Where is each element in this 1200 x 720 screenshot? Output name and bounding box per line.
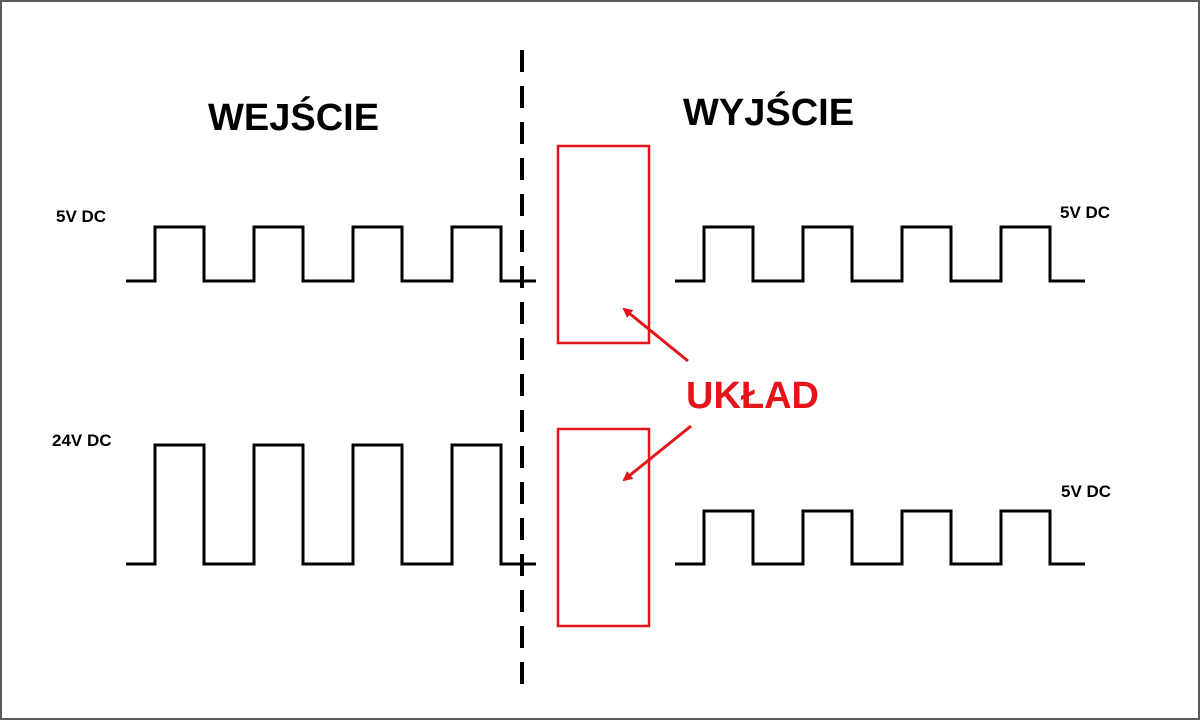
output-section-title: WYJŚCIE <box>683 90 854 134</box>
input-bottom-voltage-label: 24V DC <box>52 431 112 450</box>
circuit-block-top <box>556 144 651 345</box>
input-top-waveform <box>126 225 536 283</box>
output-bottom-waveform <box>675 509 1085 566</box>
circuit-label: UKŁAD <box>686 375 819 417</box>
input-section-title: WEJŚCIE <box>208 95 379 139</box>
arrow-to-top-block <box>622 307 689 363</box>
input-top-voltage-label: 5V DC <box>56 207 106 226</box>
output-top-voltage-label: 5V DC <box>1060 203 1110 222</box>
circuit-block-bottom <box>556 427 651 628</box>
input-bottom-waveform <box>126 443 536 566</box>
arrow-to-bottom-block <box>622 424 692 482</box>
output-top-waveform <box>675 225 1085 283</box>
output-bottom-voltage-label: 5V DC <box>1061 482 1111 501</box>
